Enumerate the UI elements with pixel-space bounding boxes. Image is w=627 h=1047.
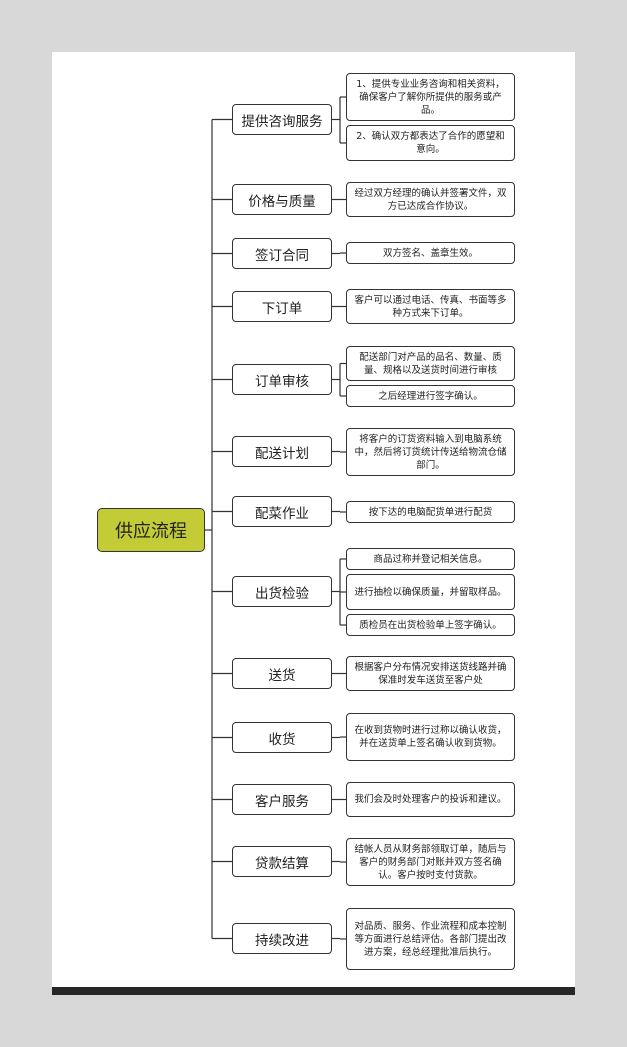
detail-node[interactable]: 将客户的订货资料输入到电脑系统中，然后将订货统计传送给物流仓储部门。 — [346, 428, 515, 476]
bottom-bar — [52, 987, 575, 995]
detail-node[interactable]: 对品质、服务、作业流程和成本控制等方面进行总结评估。各部门提出改进方案，经总经理… — [346, 908, 515, 970]
branch-picking[interactable]: 配菜作业 — [232, 496, 332, 527]
detail-node[interactable]: 之后经理进行签字确认。 — [346, 385, 515, 407]
branch-consulting[interactable]: 提供咨询服务 — [232, 104, 332, 135]
branch-delivery-plan[interactable]: 配送计划 — [232, 436, 332, 467]
branch-label: 客户服务 — [255, 793, 309, 810]
detail-node[interactable]: 1、提供专业业务咨询和相关资料，确保客户了解你所提供的服务或产品。 — [346, 73, 515, 121]
detail-node[interactable]: 结帐人员从财务部领取订单，随后与客户的财务部门对账并双方签名确认。客户按时支付货… — [346, 838, 515, 886]
branch-order[interactable]: 下订单 — [232, 291, 332, 322]
detail-node[interactable]: 双方签名、盖章生效。 — [346, 242, 515, 264]
branch-settlement[interactable]: 贷款结算 — [232, 846, 332, 877]
branch-order-review[interactable]: 订单审核 — [232, 364, 332, 395]
branch-label: 配送计划 — [255, 445, 309, 462]
detail-node[interactable]: 我们会及时处理客户的投诉和建议。 — [346, 782, 515, 817]
detail-node[interactable]: 质检员在出货检验单上签字确认。 — [346, 614, 515, 636]
root-label: 供应流程 — [115, 521, 187, 542]
detail-node[interactable]: 经过双方经理的确认并签署文件，双方已达成合作协议。 — [346, 182, 515, 217]
detail-node[interactable]: 2、确认双方都表达了合作的愿望和意向。 — [346, 125, 515, 161]
branch-label: 收货 — [268, 731, 296, 748]
detail-node[interactable]: 商品过称并登记相关信息。 — [346, 548, 515, 570]
detail-node[interactable]: 配送部门对产品的品名、数量、质量、规格以及送货时间进行审核 — [346, 346, 515, 381]
branch-label: 订单审核 — [255, 373, 309, 390]
root-node[interactable]: 供应流程 — [97, 508, 205, 552]
branch-label: 送货 — [268, 667, 296, 684]
branch-label: 价格与质量 — [248, 193, 316, 210]
branch-label: 贷款结算 — [255, 855, 309, 872]
branch-label: 出货检验 — [255, 585, 309, 602]
branch-outbound-inspection[interactable]: 出货检验 — [232, 576, 332, 607]
branch-price-quality[interactable]: 价格与质量 — [232, 184, 332, 215]
detail-node[interactable]: 进行抽检以确保质量，并留取样品。 — [346, 574, 515, 610]
detail-node[interactable]: 根据客户分布情况安排送货线路并确保准时发车送货至客户处 — [346, 656, 515, 691]
detail-node[interactable]: 在收到货物时进行过称以确认收货，并在送货单上签名确认收到货物。 — [346, 713, 515, 761]
detail-node[interactable]: 客户可以通过电话、传真、书面等多种方式来下订单。 — [346, 289, 515, 324]
branch-label: 配菜作业 — [255, 505, 309, 522]
branch-label: 下订单 — [261, 300, 303, 317]
branch-label: 持续改进 — [255, 932, 309, 949]
branch-shipping[interactable]: 送货 — [232, 658, 332, 689]
branch-customer-service[interactable]: 客户服务 — [232, 784, 332, 815]
detail-node[interactable]: 按下达的电脑配货单进行配货 — [346, 501, 515, 523]
branch-label: 提供咨询服务 — [241, 113, 323, 130]
branch-continuous-improvement[interactable]: 持续改进 — [232, 923, 332, 954]
branch-contract[interactable]: 签订合同 — [232, 238, 332, 269]
branch-receiving[interactable]: 收货 — [232, 722, 332, 753]
branch-label: 签订合同 — [255, 247, 309, 264]
